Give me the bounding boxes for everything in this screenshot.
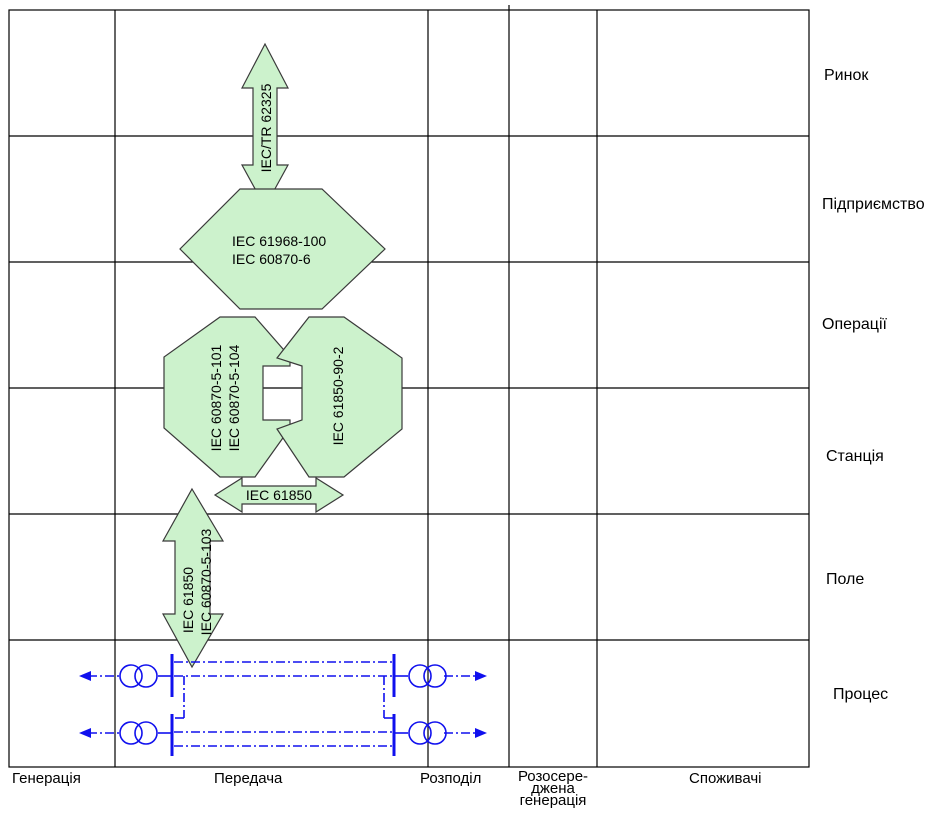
col-label-distribution: Розподіл [420, 770, 482, 787]
iec-61850-field-label: IEC 61850 [180, 567, 196, 633]
col-label-der-line3: генерація [519, 792, 587, 809]
grid [8, 5, 810, 768]
col-label-der-line2: джена [531, 780, 575, 797]
iec-61968-100-label: IEC 61968-100 [232, 233, 326, 249]
arrowhead-left-icon [79, 728, 91, 738]
col-label-generation: Генерація [12, 770, 81, 787]
iec-61850-station-label: IEC 61850 [246, 487, 312, 503]
col-label-der-line1: Розосере- [517, 768, 589, 785]
transformer-icon [408, 721, 447, 745]
col-label-consumers: Споживачі [689, 770, 762, 787]
iec-61850-90-2-diamond-arrow [275, 316, 403, 478]
iec-60870-5-103-label: IEC 60870-5-103 [198, 528, 214, 635]
iec-61850-station-double-arrow [213, 476, 345, 514]
row-label-station: Станція [826, 448, 884, 465]
iec-61850-90-2-label: IEC 61850-90-2 [330, 346, 346, 445]
iec-60870-6-label: IEC 60870-6 [232, 251, 311, 267]
row-label-field: Поле [826, 571, 865, 588]
arrowhead-right-icon [475, 671, 487, 681]
col-label-distributed-generation: Розосере- джена генерація [508, 768, 598, 809]
transformer-icon [119, 664, 158, 688]
process-symbols [88, 654, 480, 756]
transformer-icon [119, 721, 158, 745]
row-label-enterprise: Підприємство [822, 196, 925, 213]
iec-61850-field-double-arrow [161, 487, 225, 669]
col-label-transmission: Передача [214, 770, 283, 787]
iec-60870-5-101-label: IEC 60870-5-101 [208, 344, 224, 451]
iec-61968-100-double-arrow [179, 188, 386, 310]
row-label-process: Процес [833, 686, 889, 703]
arrowhead-left-icon [79, 671, 91, 681]
row-label-market: Ринок [824, 67, 869, 84]
iec-60870-5-104-label: IEC 60870-5-104 [226, 344, 242, 451]
row-label-operations: Операції [822, 316, 887, 333]
transformer-icon [408, 664, 447, 688]
arrowhead-right-icon [475, 728, 487, 738]
iec-tr-62325-label: IEC/TR 62325 [258, 83, 274, 172]
